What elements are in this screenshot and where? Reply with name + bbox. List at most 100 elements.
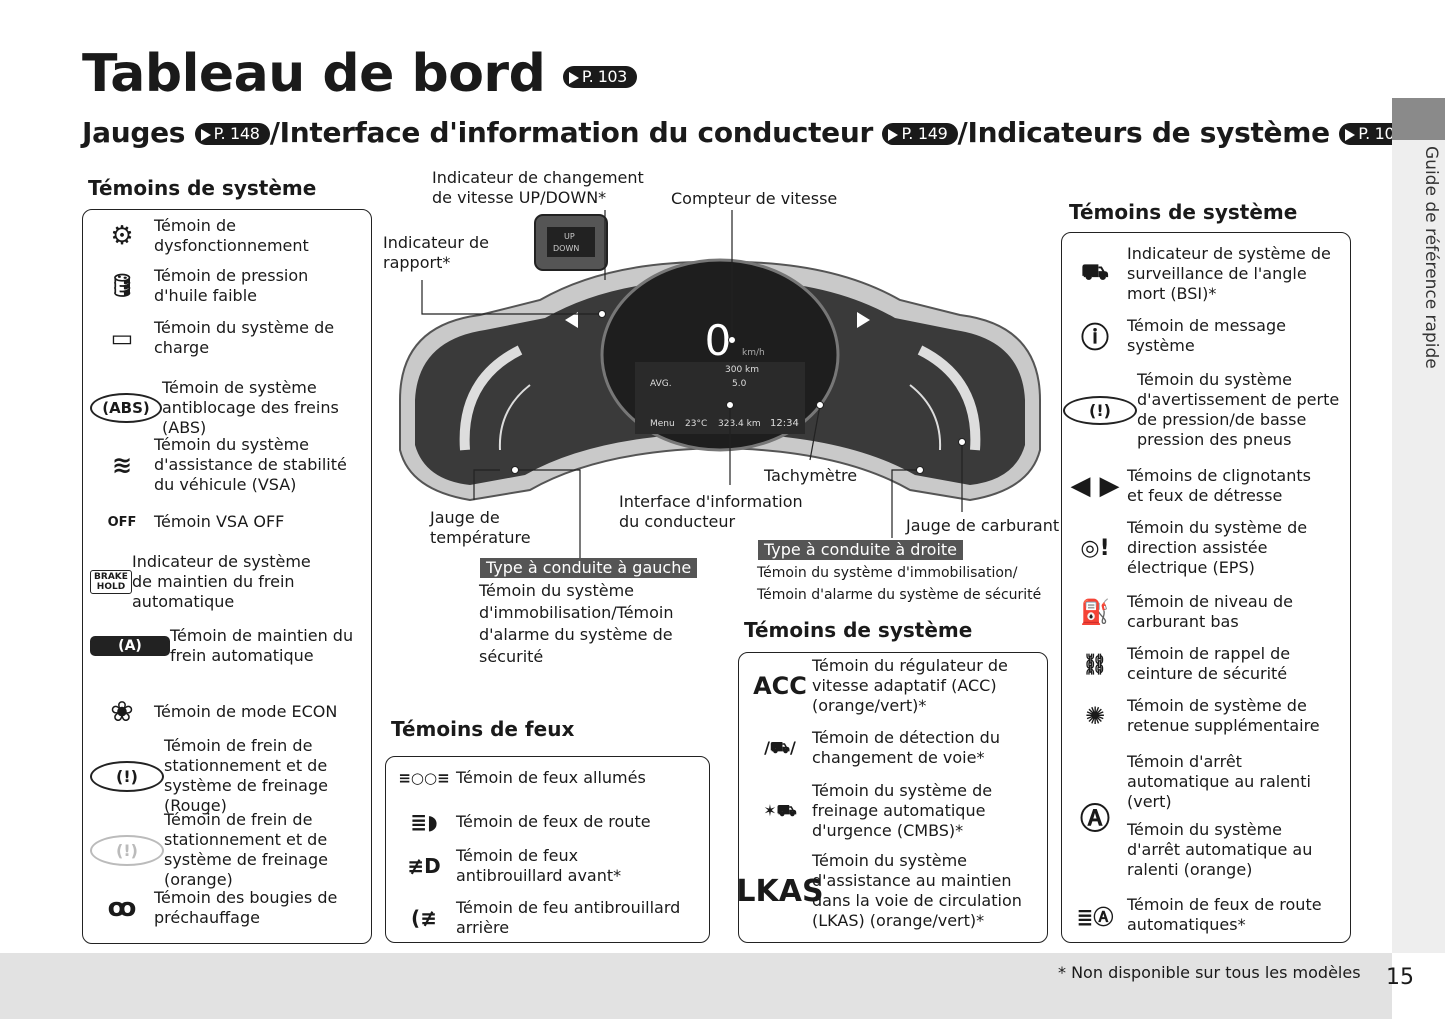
page-ref-link[interactable]: P. 103 [562,66,637,88]
speed-readout: 0 [705,316,732,365]
shift-up-label: UP [564,232,575,241]
indicator-row: ❀Témoin de mode ECON [90,695,354,728]
tpms-icon: (!) [1063,395,1137,425]
indicator-row: (!)Témoin de frein de stationnement et d… [90,810,364,890]
indicator-description: Témoin de message système [1127,316,1286,355]
right-section-heading: Témoins de système [1069,200,1298,224]
arrow-right-icon [888,128,899,141]
parking-brake-red-icon: (!) [90,760,164,792]
indicator-row: ◎!Témoin du système de direction assisté… [1063,518,1332,578]
vsa-off-icon: OFF [107,514,137,530]
sidebar-strip [1392,140,1445,953]
indicator-description: Témoin de frein de stationnement et de s… [164,736,328,815]
indicator-row: ✶⛟ Témoin du système de freinage automati… [748,781,1022,841]
turn-signal-icon: ◀ ▶ [1070,471,1120,501]
auto-brake-hold-icon: (A) [90,636,170,656]
speed-unit: km/h [742,348,765,358]
left-indicator-box [82,209,372,944]
avg-label: AVG. [650,379,672,389]
indicator-row: ◀ ▶Témoins de clignotants et feux de dét… [1063,466,1332,506]
lane-departure-icon: /⛟/ [764,737,796,757]
indicator-description: Témoin VSA OFF [154,512,285,531]
auto-high-beam-icon: ≣Ⓐ [1076,904,1114,929]
indicator-row: (≢Témoin de feu antibrouillard arrière [392,898,686,938]
indicator-row: ꝏ Témoin des bougies de préchauffage [90,888,354,928]
subtitle-ref-link-2[interactable]: P. 149 [882,123,958,145]
indicator-row: (ABS)Témoin de système antiblocage des f… [90,378,362,438]
auto-idle-stop-icon: Ⓐ [1080,802,1110,837]
indicator-row: /⛟/Témoin de détection du changement de … [748,728,1022,768]
outside-temp: 23°C [685,419,707,429]
footer-band [0,953,1392,1019]
page-number: 15 [1386,965,1414,990]
indicator-description: Témoin du système de freinage automatiqu… [812,781,993,840]
indicator-row: OFF Témoin VSA OFF [90,512,354,532]
indicator-description: Témoin de feux allumés [456,768,646,787]
brake-hold-icon: BRAKE HOLD [90,570,132,594]
indicator-row: ▭Témoin du système de charge [90,318,354,358]
indicator-row: (A)Témoin de maintien du frein automatiq… [90,626,370,666]
rear-fog-icon: (≢ [411,906,437,930]
indicator-row: ⛓Témoin de rappel de ceinture de sécurit… [1063,644,1332,684]
indicator-description: Témoin de système antiblocage des freins… [162,378,339,437]
indicator-row: ≡○○≡Témoin de feux allumés [392,768,686,788]
bsi-icon: ⛟ [1081,260,1109,285]
avg-value: 5.0 [732,379,747,389]
fuel-gauge-arc [917,345,981,451]
indicator-row: ✺Témoin de système de retenue supplément… [1063,696,1332,736]
indicator-description: Indicateur de système de surveillance de… [1127,244,1331,303]
glow-plug-icon: ꝏ [107,893,137,923]
indicator-description: Témoin de dysfonctionnement [154,216,309,255]
indicator-row: ⚙Témoin de dysfonctionnement [90,216,354,256]
indicator-description: Témoin de feux de route [456,812,651,831]
arrow-right-icon [568,71,579,84]
shift-indicator-label: Indicateur de changement de vitesse UP/D… [432,168,644,207]
cmbs-icon: ✶⛟ [763,800,797,820]
footnote: * Non disponible sur tous les modèles [1058,963,1361,982]
indicator-row: ≣◗Témoin de feux de route [392,810,686,834]
middle-indicator-box [738,652,1048,943]
range-readout: 300 km [725,365,759,375]
page-subtitle: Jauges P. 148/Interface d'information du… [82,116,1415,149]
indicator-row: ⛽Témoin de niveau de carburant bas [1063,592,1332,632]
indicator-description: Témoin d'arrêt automatique au ralenti (v… [1127,752,1332,880]
lkas-icon: LKAS [736,873,824,909]
clock: 12:34 [770,418,799,429]
sidebar-label: Guide de référence rapide [1421,146,1441,369]
gear-indicator-label: Indicateur de rapport* [383,233,489,272]
acc-icon: ACC [753,672,807,700]
turn-right-arrow-icon [857,312,870,328]
odometer: 323.4 km [718,419,761,429]
indicator-description: Témoin du système d'assistance de stabil… [154,435,347,494]
indicator-description: Témoin de feux antibrouillard avant* [456,846,622,885]
sidebar-tab-marker [1392,98,1445,140]
front-fog-icon: ≢D [407,854,441,878]
lights-indicator-box [385,756,710,943]
indicator-row: ⛟ Indicateur de système de surveillance d… [1063,244,1332,304]
oil-can-icon: 🛢 [108,273,136,299]
subtitle-ref-link-1[interactable]: P. 148 [194,123,270,145]
fuel-icon: ⛽ [1080,598,1110,626]
indicator-description: Témoin de mode ECON [154,701,338,721]
eps-icon: ◎! [1080,535,1110,561]
indicator-description: Indicateur de système de maintien du fre… [132,552,311,611]
rhd-tag: Type à conduite à droite [758,540,964,560]
driver-info-label: Interface d'information du conducteur [619,492,803,531]
indicator-row: ≢D Témoin de feux antibrouillard avant* [392,846,686,886]
driver-info-display [635,362,805,434]
indicator-description: Témoin de pression d'huile faible [154,266,309,305]
page-title: Tableau de bord P. 103 [82,44,637,104]
indicator-description: Témoins de clignotants et feux de détres… [1127,466,1311,505]
middle-section-heading: Témoins de système [744,618,973,642]
tachometer-label: Tachymètre [764,466,858,485]
fuel-gauge-label: Jauge de carburant [906,516,1060,535]
left-section-heading: Témoins de système [88,176,317,200]
indicator-description: Témoin des bougies de préchauffage [154,888,338,927]
indicator-description: Témoin de maintien du frein automatique [170,626,354,665]
arrow-right-icon [1345,128,1356,141]
indicator-description-green: Témoin d'arrêt automatique au ralenti (v… [1127,752,1311,811]
